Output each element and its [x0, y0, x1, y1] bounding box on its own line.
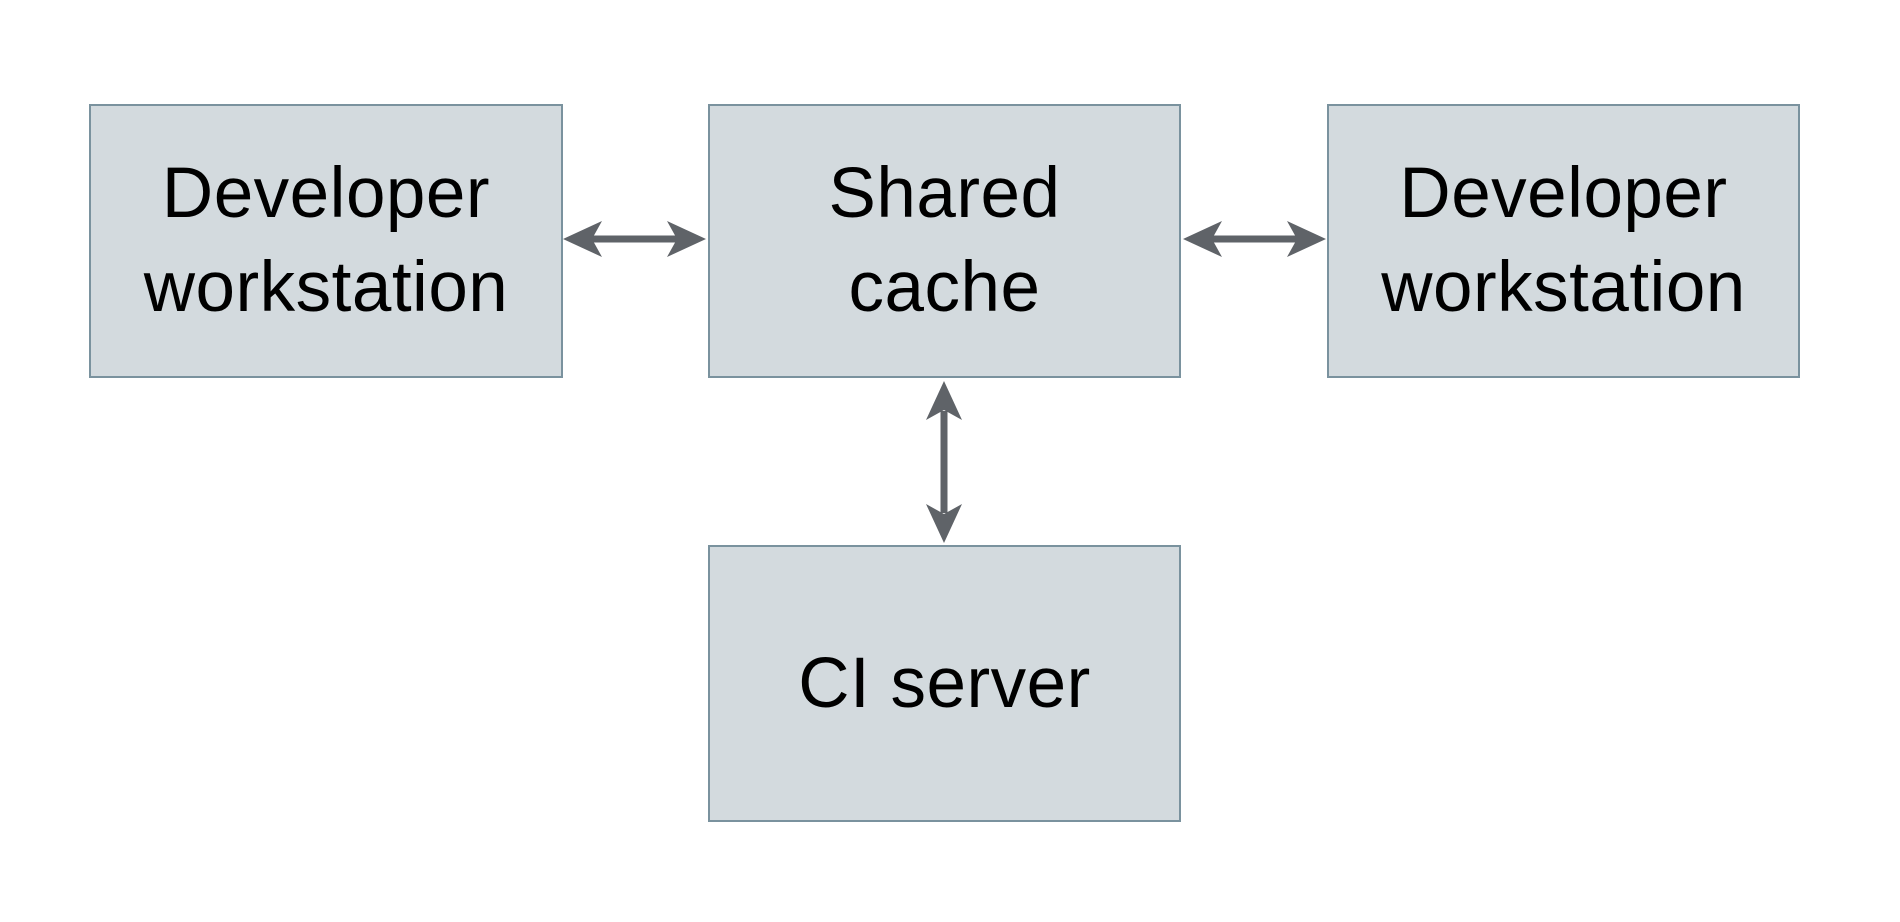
- arrow-head-top: [926, 381, 962, 420]
- arrow-head-right: [1287, 221, 1326, 257]
- double-arrow-horizontal-right-icon: [1183, 221, 1326, 257]
- node-shared-cache: Shared cache: [708, 104, 1181, 378]
- arrow-head-bottom: [926, 504, 962, 543]
- node-developer-workstation-left-label: Developer workstation: [143, 154, 509, 327]
- node-developer-workstation-right: Developer workstation: [1327, 104, 1800, 378]
- arrow-head-right: [667, 221, 706, 257]
- node-ci-server-label: CI server: [798, 643, 1091, 723]
- arrow-head-left: [563, 221, 602, 257]
- arrow-head-left: [1183, 221, 1222, 257]
- node-ci-server: CI server: [708, 545, 1181, 822]
- double-arrow-vertical-icon: [926, 381, 962, 543]
- node-shared-cache-label: Shared cache: [828, 154, 1061, 327]
- node-developer-workstation-right-label: Developer workstation: [1381, 154, 1746, 327]
- double-arrow-horizontal-left-icon: [563, 221, 706, 257]
- node-developer-workstation-left: Developer workstation: [89, 104, 563, 378]
